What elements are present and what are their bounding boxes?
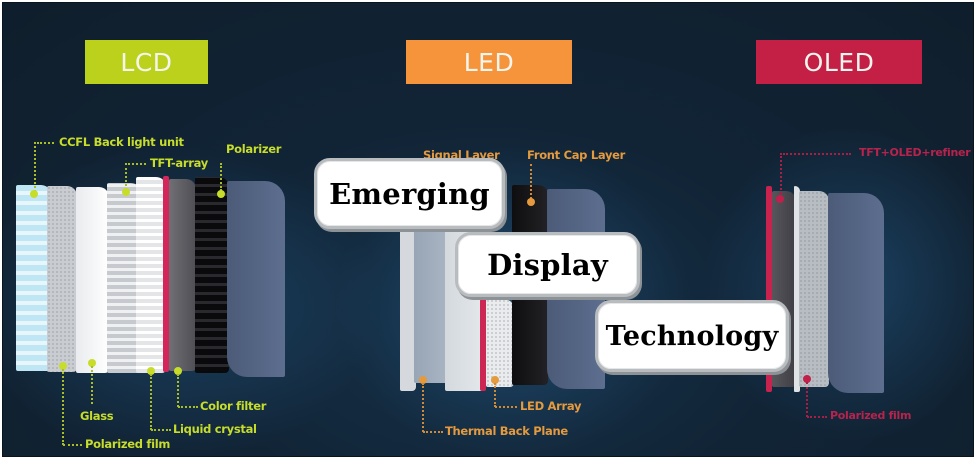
- lcd-leader-line: [151, 429, 171, 431]
- oled-marker-dot: [776, 195, 784, 203]
- lcd-leader-line: [150, 374, 152, 430]
- led-layer-led-array: [486, 299, 514, 387]
- lcd-leader-line: [178, 406, 198, 408]
- led-layer-led-array-edge: [480, 299, 486, 391]
- lcd-marker-dot: [174, 367, 182, 375]
- lcd-marker-dot: [30, 190, 38, 198]
- lcd-layer-backlight: [16, 185, 51, 371]
- lcd-layer-black-matrix: [195, 177, 229, 373]
- oled-layer-polarized-film-edge: [794, 186, 800, 392]
- lcd-layer-polarizer: [227, 181, 285, 377]
- lcd-leader-line: [177, 374, 179, 407]
- title-bubble-display: Display: [455, 232, 640, 297]
- oled-leader-line: [780, 153, 782, 197]
- lcd-badge: LCD: [85, 40, 208, 84]
- led-callout-led-array: LED Array: [520, 399, 582, 413]
- oled-badge: OLED: [756, 40, 922, 84]
- lcd-marker-dot: [217, 190, 225, 198]
- led-marker-dot: [527, 198, 535, 206]
- lcd-leader-line: [125, 163, 127, 190]
- oled-leader-line: [783, 153, 851, 155]
- lcd-marker-dot: [59, 362, 67, 370]
- lcd-leader-line: [91, 366, 93, 404]
- led-leader-line: [423, 431, 443, 433]
- led-leader-line: [530, 164, 532, 199]
- oled-marker-dot: [803, 375, 811, 383]
- lcd-layer-tft-array: [107, 183, 141, 373]
- lcd-marker-dot: [88, 359, 96, 367]
- title-word-technology: Technology: [605, 320, 779, 352]
- lcd-leader-line: [63, 444, 82, 446]
- led-leader-line: [495, 406, 517, 408]
- led-callout-front-cap-layer: Front Cap Layer: [527, 148, 626, 162]
- led-badge-label: LED: [463, 47, 515, 77]
- oled-leader-line: [806, 382, 808, 417]
- lcd-callout-polarizer: Polarizer: [226, 142, 282, 156]
- led-badge: LED: [406, 40, 572, 84]
- lcd-marker-dot: [122, 188, 130, 196]
- led-marker-dot: [419, 376, 427, 384]
- led-callout-thermal-back-plane: Thermal Back Plane: [445, 424, 568, 438]
- lcd-leader-line: [128, 163, 146, 165]
- lcd-badge-label: LCD: [120, 47, 173, 77]
- lcd-callout-tft-array: TFT-array: [150, 156, 208, 170]
- lcd-callout-liquid-crystal: Liquid crystal: [173, 422, 257, 436]
- lcd-layer-liquid-crystal: [136, 177, 166, 373]
- lcd-layer-color-filter-edge: [163, 176, 169, 372]
- lcd-leader-line: [34, 142, 36, 192]
- lcd-callout-polarized-film: Polarized film: [85, 437, 171, 451]
- lcd-leader-line: [220, 163, 222, 191]
- led-leader-line: [494, 383, 496, 407]
- title-bubble-emerging: Emerging: [314, 158, 505, 229]
- oled-layer-cover: [828, 193, 884, 393]
- oled-layer-edge: [766, 186, 772, 392]
- lcd-callout-glass: Glass: [80, 409, 114, 423]
- lcd-leader-line: [37, 142, 54, 144]
- led-marker-dot: [491, 376, 499, 384]
- title-word-emerging: Emerging: [329, 176, 490, 211]
- lcd-callout-color-filter: Color filter: [200, 399, 267, 413]
- oled-callout-tft-oled-refiner: TFT+OLED+refiner: [859, 146, 971, 159]
- lcd-layer-polarized-film: [47, 186, 77, 372]
- lcd-leader-line: [62, 369, 64, 445]
- led-leader-line: [422, 383, 424, 432]
- oled-callout-polarized-film: Polarized film: [830, 409, 912, 422]
- led-layer-thermal-back-plane-edge: [400, 203, 416, 391]
- oled-badge-label: OLED: [803, 47, 875, 77]
- led-layer-thermal-back-plane: [414, 203, 450, 383]
- lcd-callout-ccfl: CCFL Back light unit: [59, 135, 184, 149]
- title-bubble-technology: Technology: [595, 300, 789, 372]
- title-word-display: Display: [487, 247, 608, 282]
- oled-leader-line: [807, 416, 827, 418]
- lcd-layer-color-filter: [169, 179, 196, 371]
- oled-layer-polarized-film: [799, 191, 829, 387]
- lcd-marker-dot: [147, 367, 155, 375]
- lcd-layer-glass: [76, 187, 109, 373]
